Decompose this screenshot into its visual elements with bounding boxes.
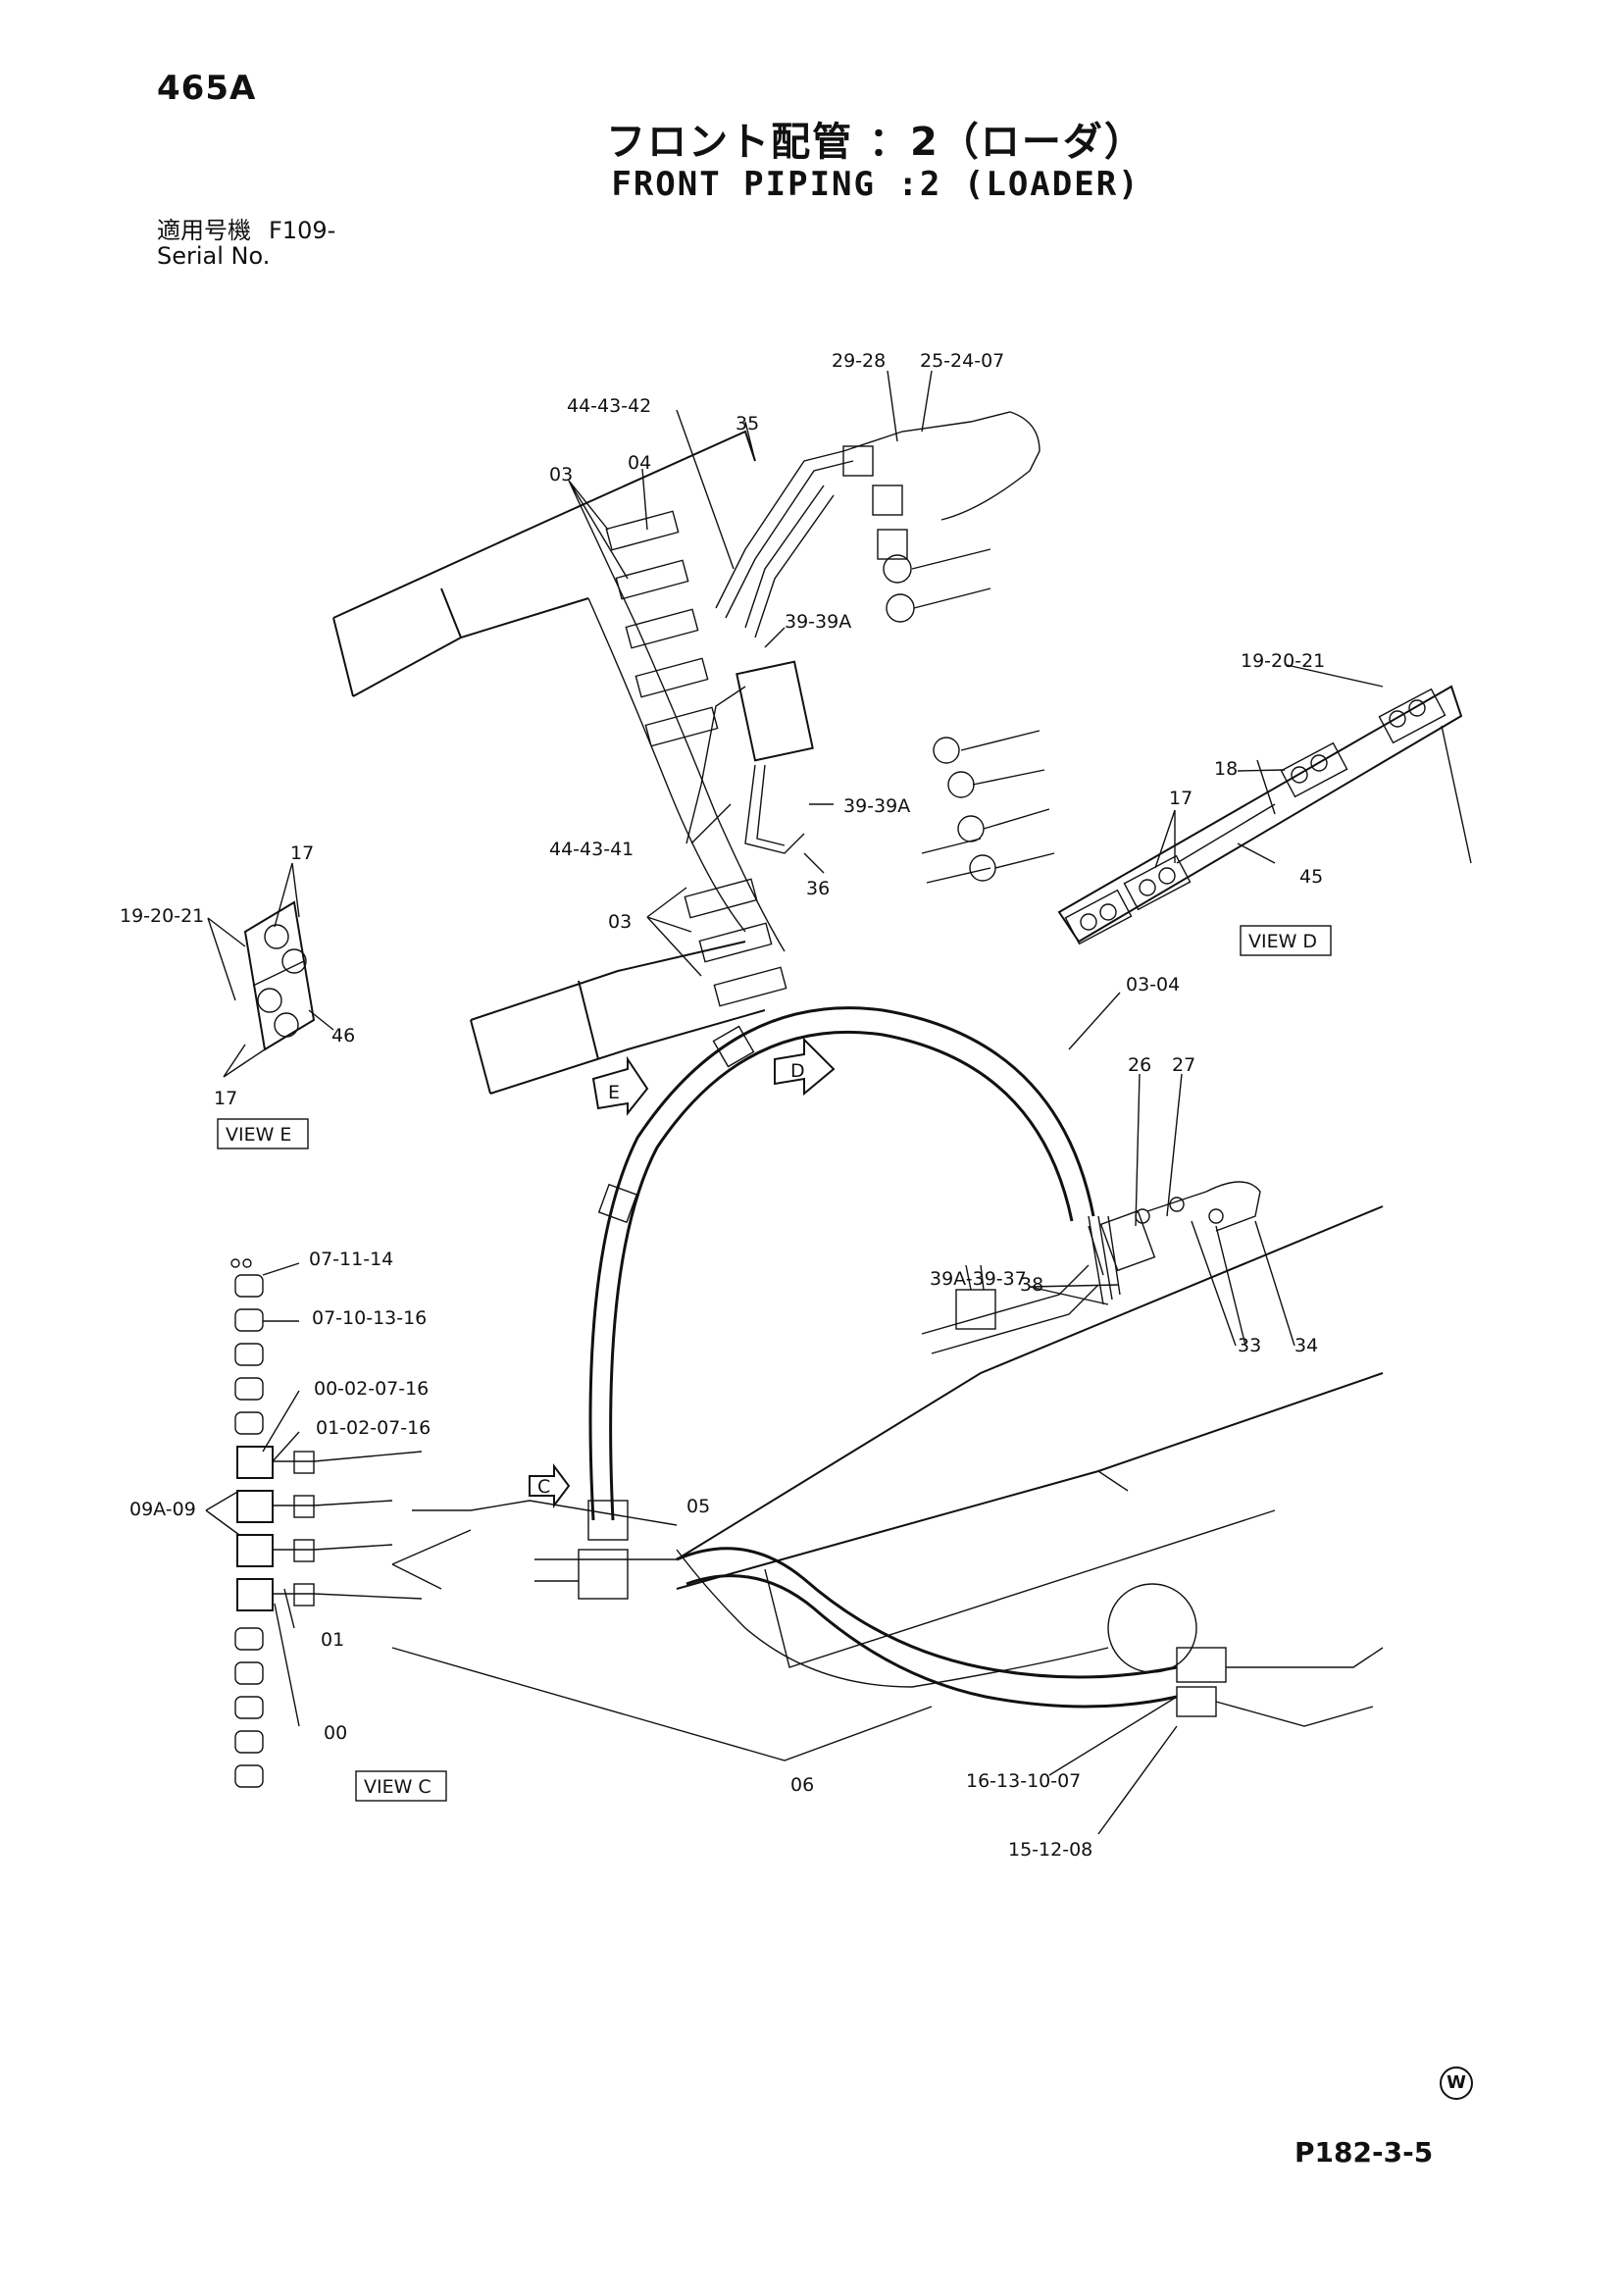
view-d-label: VIEW D [1248, 931, 1317, 952]
label-39-39a-lower: 39-39A [843, 795, 910, 817]
label-18: 18 [1214, 758, 1238, 780]
label-35: 35 [736, 413, 759, 434]
label-03-04: 03-04 [1126, 974, 1180, 995]
serial-label-jp: 適用号機 [157, 217, 251, 244]
view-arrow-c-shape [529, 1463, 571, 1508]
view-arrows: E D C [529, 1037, 836, 1508]
leader-lines [205, 370, 1472, 1835]
label-04: 04 [628, 452, 651, 474]
view-d-box [1240, 925, 1332, 956]
view-d-drawing [1057, 685, 1463, 945]
view-e-box [217, 1118, 309, 1149]
label-36: 36 [806, 878, 830, 899]
label-19-20-21-view-e: 19-20-21 [120, 905, 204, 927]
label-46: 46 [331, 1025, 355, 1046]
label-01-02-07-16: 01-02-07-16 [316, 1417, 431, 1439]
view-arrow-e-letter: E [608, 1082, 620, 1103]
label-45: 45 [1299, 866, 1323, 888]
view-arrow-d-letter: D [790, 1060, 805, 1082]
lower-boom-drawing [676, 1181, 1384, 1727]
page-title-english: FRONT PIPING :2 (LOADER) [611, 165, 1141, 204]
view-e-label: VIEW E [226, 1124, 291, 1146]
label-34: 34 [1294, 1335, 1318, 1356]
label-29-28: 29-28 [832, 350, 886, 372]
w-circle-mark: W [1440, 2066, 1473, 2100]
label-38: 38 [1020, 1274, 1043, 1296]
page-reference: P182-3-5 [1294, 2136, 1434, 2168]
main-hose-drawing [534, 1006, 1095, 1600]
label-39-39a-upper: 39-39A [785, 611, 851, 633]
label-25-24-07: 25-24-07 [920, 350, 1004, 372]
label-07-11-14: 07-11-14 [309, 1249, 393, 1270]
label-17-view-e-bottom: 17 [214, 1088, 237, 1109]
label-00-02-07-16: 00-02-07-16 [314, 1378, 429, 1400]
serial-label-en: Serial No. [157, 242, 271, 270]
label-05: 05 [686, 1496, 710, 1517]
view-arrow-e-shape [591, 1055, 649, 1116]
label-44-43-41: 44-43-41 [549, 839, 634, 860]
upper-boom-drawing [332, 411, 1055, 1095]
view-arrow-c-letter: C [537, 1476, 550, 1498]
label-33: 33 [1238, 1335, 1261, 1356]
label-19-20-21-view-d: 19-20-21 [1241, 650, 1325, 672]
label-16-13-10-07: 16-13-10-07 [966, 1770, 1081, 1792]
view-c-drawing [230, 1258, 423, 1788]
label-00: 00 [324, 1722, 347, 1744]
view-arrow-d-shape [774, 1037, 836, 1097]
page-title-japanese: フロント配管 ：2（ローダ） [606, 120, 1145, 165]
label-03-lower: 03 [608, 911, 632, 933]
label-01: 01 [321, 1629, 344, 1651]
label-09a-09: 09A-09 [129, 1499, 196, 1520]
label-44-43-42: 44-43-42 [567, 395, 651, 417]
label-27: 27 [1172, 1054, 1195, 1076]
label-17-view-d: 17 [1169, 788, 1193, 809]
label-26: 26 [1128, 1054, 1151, 1076]
label-07-10-13-16: 07-10-13-16 [312, 1307, 427, 1329]
view-e-drawing [243, 900, 316, 1051]
part-labels: 29-28 25-24-07 44-43-42 35 03 04 39-39A … [120, 350, 1325, 1861]
view-c-label: VIEW C [364, 1776, 431, 1798]
label-39a-39-37: 39A-39-37 [930, 1268, 1027, 1290]
label-15-12-08: 15-12-08 [1008, 1839, 1092, 1861]
serial-value: F109- [269, 217, 336, 244]
label-06: 06 [790, 1774, 814, 1796]
label-03-upper: 03 [549, 464, 573, 485]
view-c-box [355, 1770, 447, 1802]
page-id: 465A [157, 69, 257, 108]
serial-block: 適用号機 F109- Serial No. [157, 218, 353, 269]
label-17-view-e-top: 17 [290, 842, 314, 864]
